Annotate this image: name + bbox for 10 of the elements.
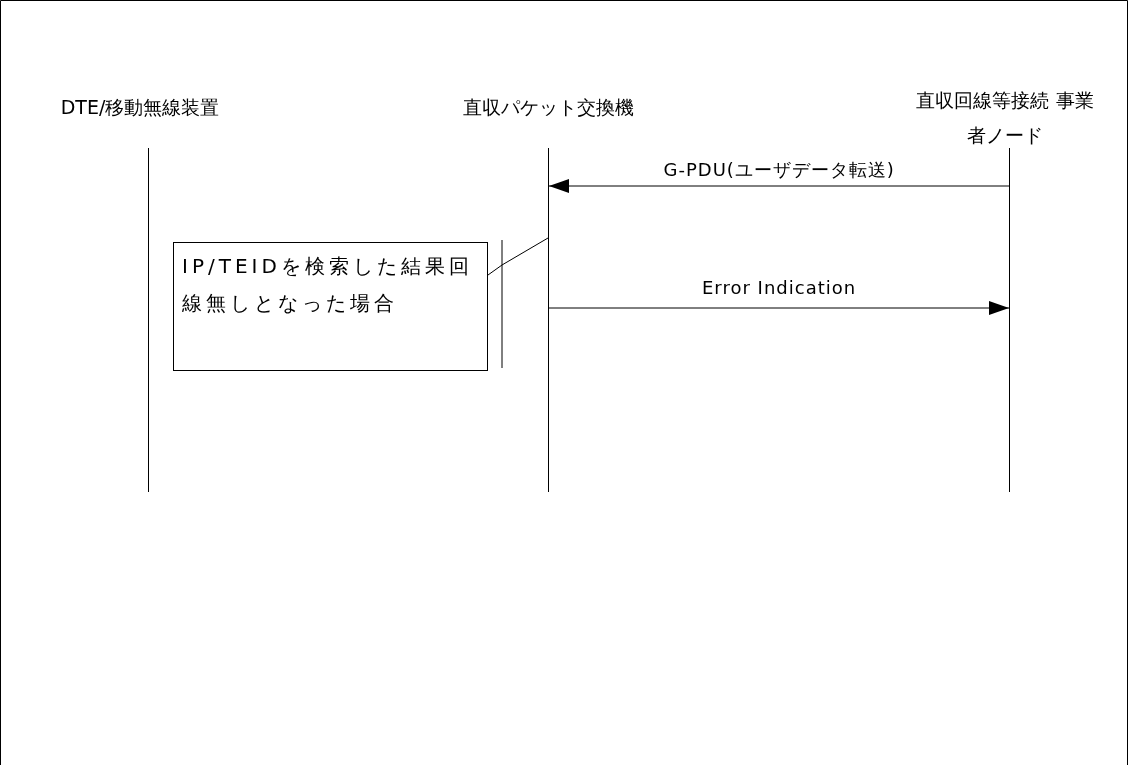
leader-line [487, 237, 549, 276]
message-arrow [548, 301, 1010, 315]
participant-label: 直収パケット交換機 [418, 90, 678, 125]
lifeline [148, 148, 149, 492]
participant-label: 直収回線等接続 事業者ノード [915, 83, 1095, 153]
note-box: IP/TEIDを検索した結果回線無しとなった場合 [173, 242, 488, 371]
lifeline [548, 148, 549, 492]
participant-label: DTE/移動無線装置 [20, 90, 260, 125]
message-arrow [548, 179, 1010, 193]
lifeline [1009, 148, 1010, 492]
